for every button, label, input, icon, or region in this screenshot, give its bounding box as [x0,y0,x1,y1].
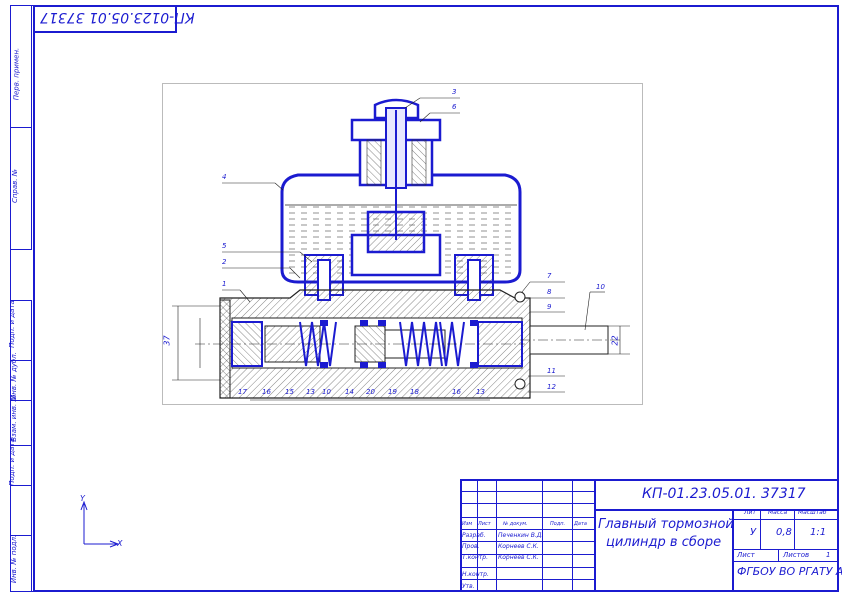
stamp-lit-value: У [750,527,757,538]
bottom-label: 13 [476,388,485,396]
signature-role: Н.контр. [462,571,489,578]
signature-role: Разраб. [462,532,486,539]
inner-frame [33,5,839,592]
stamp-mass-value: 0,8 [776,527,792,538]
stamp-scale-header: Масштаб [798,509,827,516]
signature-name: Печенкин В.Д. [498,532,544,539]
axis-x-label: X [117,539,123,548]
bottom-label: 17 [238,388,247,396]
stamp-mass-header: Масса [768,509,788,516]
part-label: 3 [452,88,457,96]
part-label: 2 [222,258,227,266]
stamp-lit-header: Лит [744,509,756,516]
part-label: 7 [547,272,552,280]
stamp-scale-value: 1:1 [810,527,827,538]
rotated-code-box [33,5,177,33]
part-label: 4 [222,173,227,181]
signature-name: Корнеев С.К. [498,543,539,550]
bottom-label: 14 [345,388,354,396]
signature-name: Корнеев С.К. [498,554,539,561]
rev-col: Лист [478,521,491,527]
bottom-label: 20 [366,388,375,396]
side-strip [10,5,33,592]
bottom-label: 19 [388,388,397,396]
bottom-label: 16 [262,388,271,396]
reservoir [280,98,522,301]
part-label: 8 [547,288,552,296]
part-label: 12 [547,383,556,391]
stamp-sheets-header: Листов [783,551,810,559]
dimension-right: 22 [610,335,620,346]
rev-col: Дата [574,521,587,527]
organization: ФГБОУ ВО РГАТУ АВФ [737,565,842,578]
part-label: 5 [222,242,227,250]
signature-role: Пров. [462,543,480,550]
rev-col: № докум. [503,521,528,527]
drawing-code: КП-01.23.05.01. 37317 [642,486,806,502]
drawing-sheet [162,83,643,405]
part-label: 6 [452,103,457,111]
part-label: 1 [222,280,227,288]
axis-y-label: Y [80,494,85,503]
dimension-left: 37 [162,335,172,346]
bottom-label: 13 [306,388,315,396]
drawing-title-line-2: цилиндр в сборе [606,535,722,550]
part-label: 11 [547,367,556,375]
bottom-label: 10 [322,388,331,396]
rev-col: Подп. [550,521,566,527]
rev-col: Изм [462,521,473,527]
dimension-lines [172,305,630,381]
leader-lines [222,97,605,401]
cylinder-body [195,289,620,399]
stamp-sheet-header: Лист [737,551,755,559]
bottom-label: 15 [285,388,294,396]
drawing-title-line-1: Главный тормозной [598,517,734,532]
signature-role: Т.контр. [462,554,489,561]
bottom-label: 16 [452,388,461,396]
stamp-sheets-value: 1 [826,551,831,559]
title-block-grid [460,479,839,592]
bottom-label: 18 [410,388,419,396]
title-block [460,479,839,592]
signature-role: Утв. [462,583,475,590]
part-label: 10 [596,283,605,291]
part-label: 9 [547,303,552,311]
